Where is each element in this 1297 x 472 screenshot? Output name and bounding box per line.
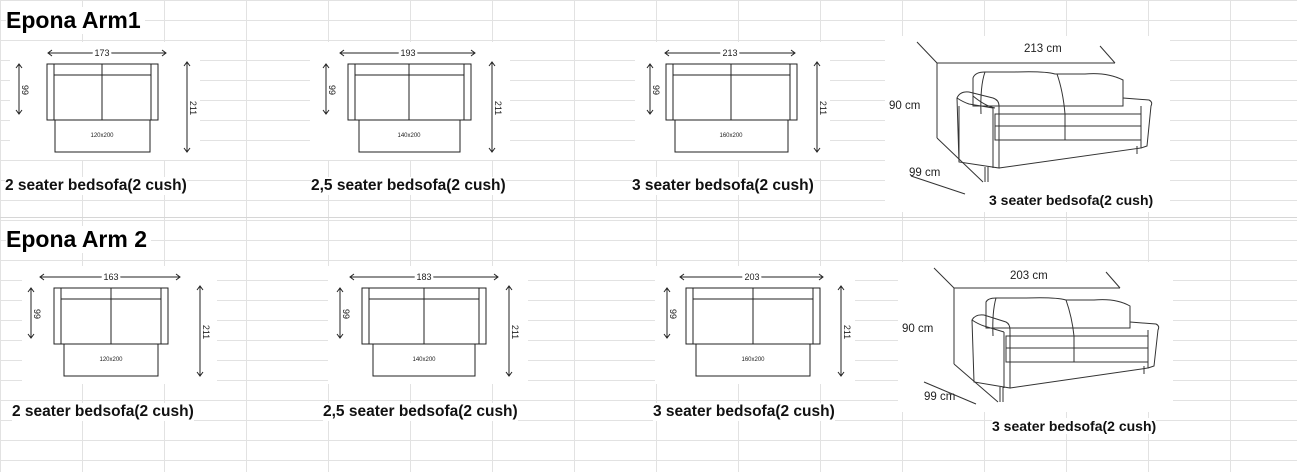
bed-size-label: 160x200 xyxy=(719,133,743,139)
width-dimension: 213 xyxy=(722,48,737,58)
bed-size-label: 140x200 xyxy=(397,133,421,139)
height-dimension: 99 xyxy=(341,309,351,319)
height-dimension: 99 xyxy=(668,309,678,319)
sofa-caption: 2,5 seater bedsofa(2 cush) xyxy=(323,403,518,421)
depth-dimension: 99 cm xyxy=(909,167,940,179)
width-dimension: 173 xyxy=(94,48,109,58)
sofa-plan-drawing: 213 160x200 99 211 xyxy=(635,42,831,160)
height-dimension: 90 cm xyxy=(902,323,933,335)
section-divider xyxy=(0,217,1297,218)
depth-dimension: 211 xyxy=(818,101,828,115)
sofa-plan-drawing: 173 120x200 99 211 xyxy=(10,42,201,160)
height-dimension: 99 xyxy=(327,85,337,95)
width-dimension: 203 xyxy=(744,272,759,282)
section-title: Epona Arm1 xyxy=(6,7,145,34)
height-dimension: 99 xyxy=(32,309,42,319)
sofa-caption: 2 seater bedsofa(2 cush) xyxy=(12,403,194,421)
sofa-plan-drawing: 183 140x200 99 211 xyxy=(328,266,528,384)
sofa-caption: 2 seater bedsofa(2 cush) xyxy=(5,177,187,195)
depth-dimension: 211 xyxy=(510,325,520,339)
height-dimension: 99 xyxy=(20,85,30,95)
sofa-perspective-drawing: 213 cm 90 cm 99 cm xyxy=(885,36,1170,212)
bed-size-label: 120x200 xyxy=(99,357,123,363)
height-dimension: 90 cm xyxy=(889,100,920,112)
width-dimension: 213 cm xyxy=(1024,43,1062,55)
depth-dimension: 211 xyxy=(842,325,852,339)
bed-size-label: 160x200 xyxy=(741,357,765,363)
bed-size-label: 120x200 xyxy=(90,133,114,139)
sofa-caption: 2,5 seater bedsofa(2 cush) xyxy=(311,177,506,195)
width-dimension: 163 xyxy=(103,272,118,282)
sofa-plan-drawing: 163 120x200 99 211 xyxy=(22,266,217,384)
sofa-plan-drawing: 193 140x200 99 211 xyxy=(310,42,510,160)
depth-dimension: 211 xyxy=(493,101,503,115)
bed-size-label: 140x200 xyxy=(412,357,436,363)
sofa-plan-drawing: 203 160x200 99 211 xyxy=(655,266,855,384)
depth-dimension: 211 xyxy=(188,101,198,115)
width-dimension: 203 cm xyxy=(1010,270,1048,282)
height-dimension: 99 xyxy=(651,85,661,95)
sofa-caption: 3 seater bedsofa(2 cush) xyxy=(653,403,835,421)
sofa-perspective-drawing: 203 cm 90 cm 99 cm xyxy=(898,262,1173,412)
sofa-caption: 3 seater bedsofa(2 cush) xyxy=(989,192,1154,208)
section-title: Epona Arm 2 xyxy=(6,226,152,253)
sofa-caption: 3 seater bedsofa(2 cush) xyxy=(632,177,814,195)
width-dimension: 193 xyxy=(400,48,415,58)
width-dimension: 183 xyxy=(416,272,431,282)
sofa-caption: 3 seater bedsofa(2 cush) xyxy=(992,418,1157,434)
depth-dimension: 211 xyxy=(201,325,211,339)
depth-dimension: 99 cm xyxy=(924,391,955,403)
